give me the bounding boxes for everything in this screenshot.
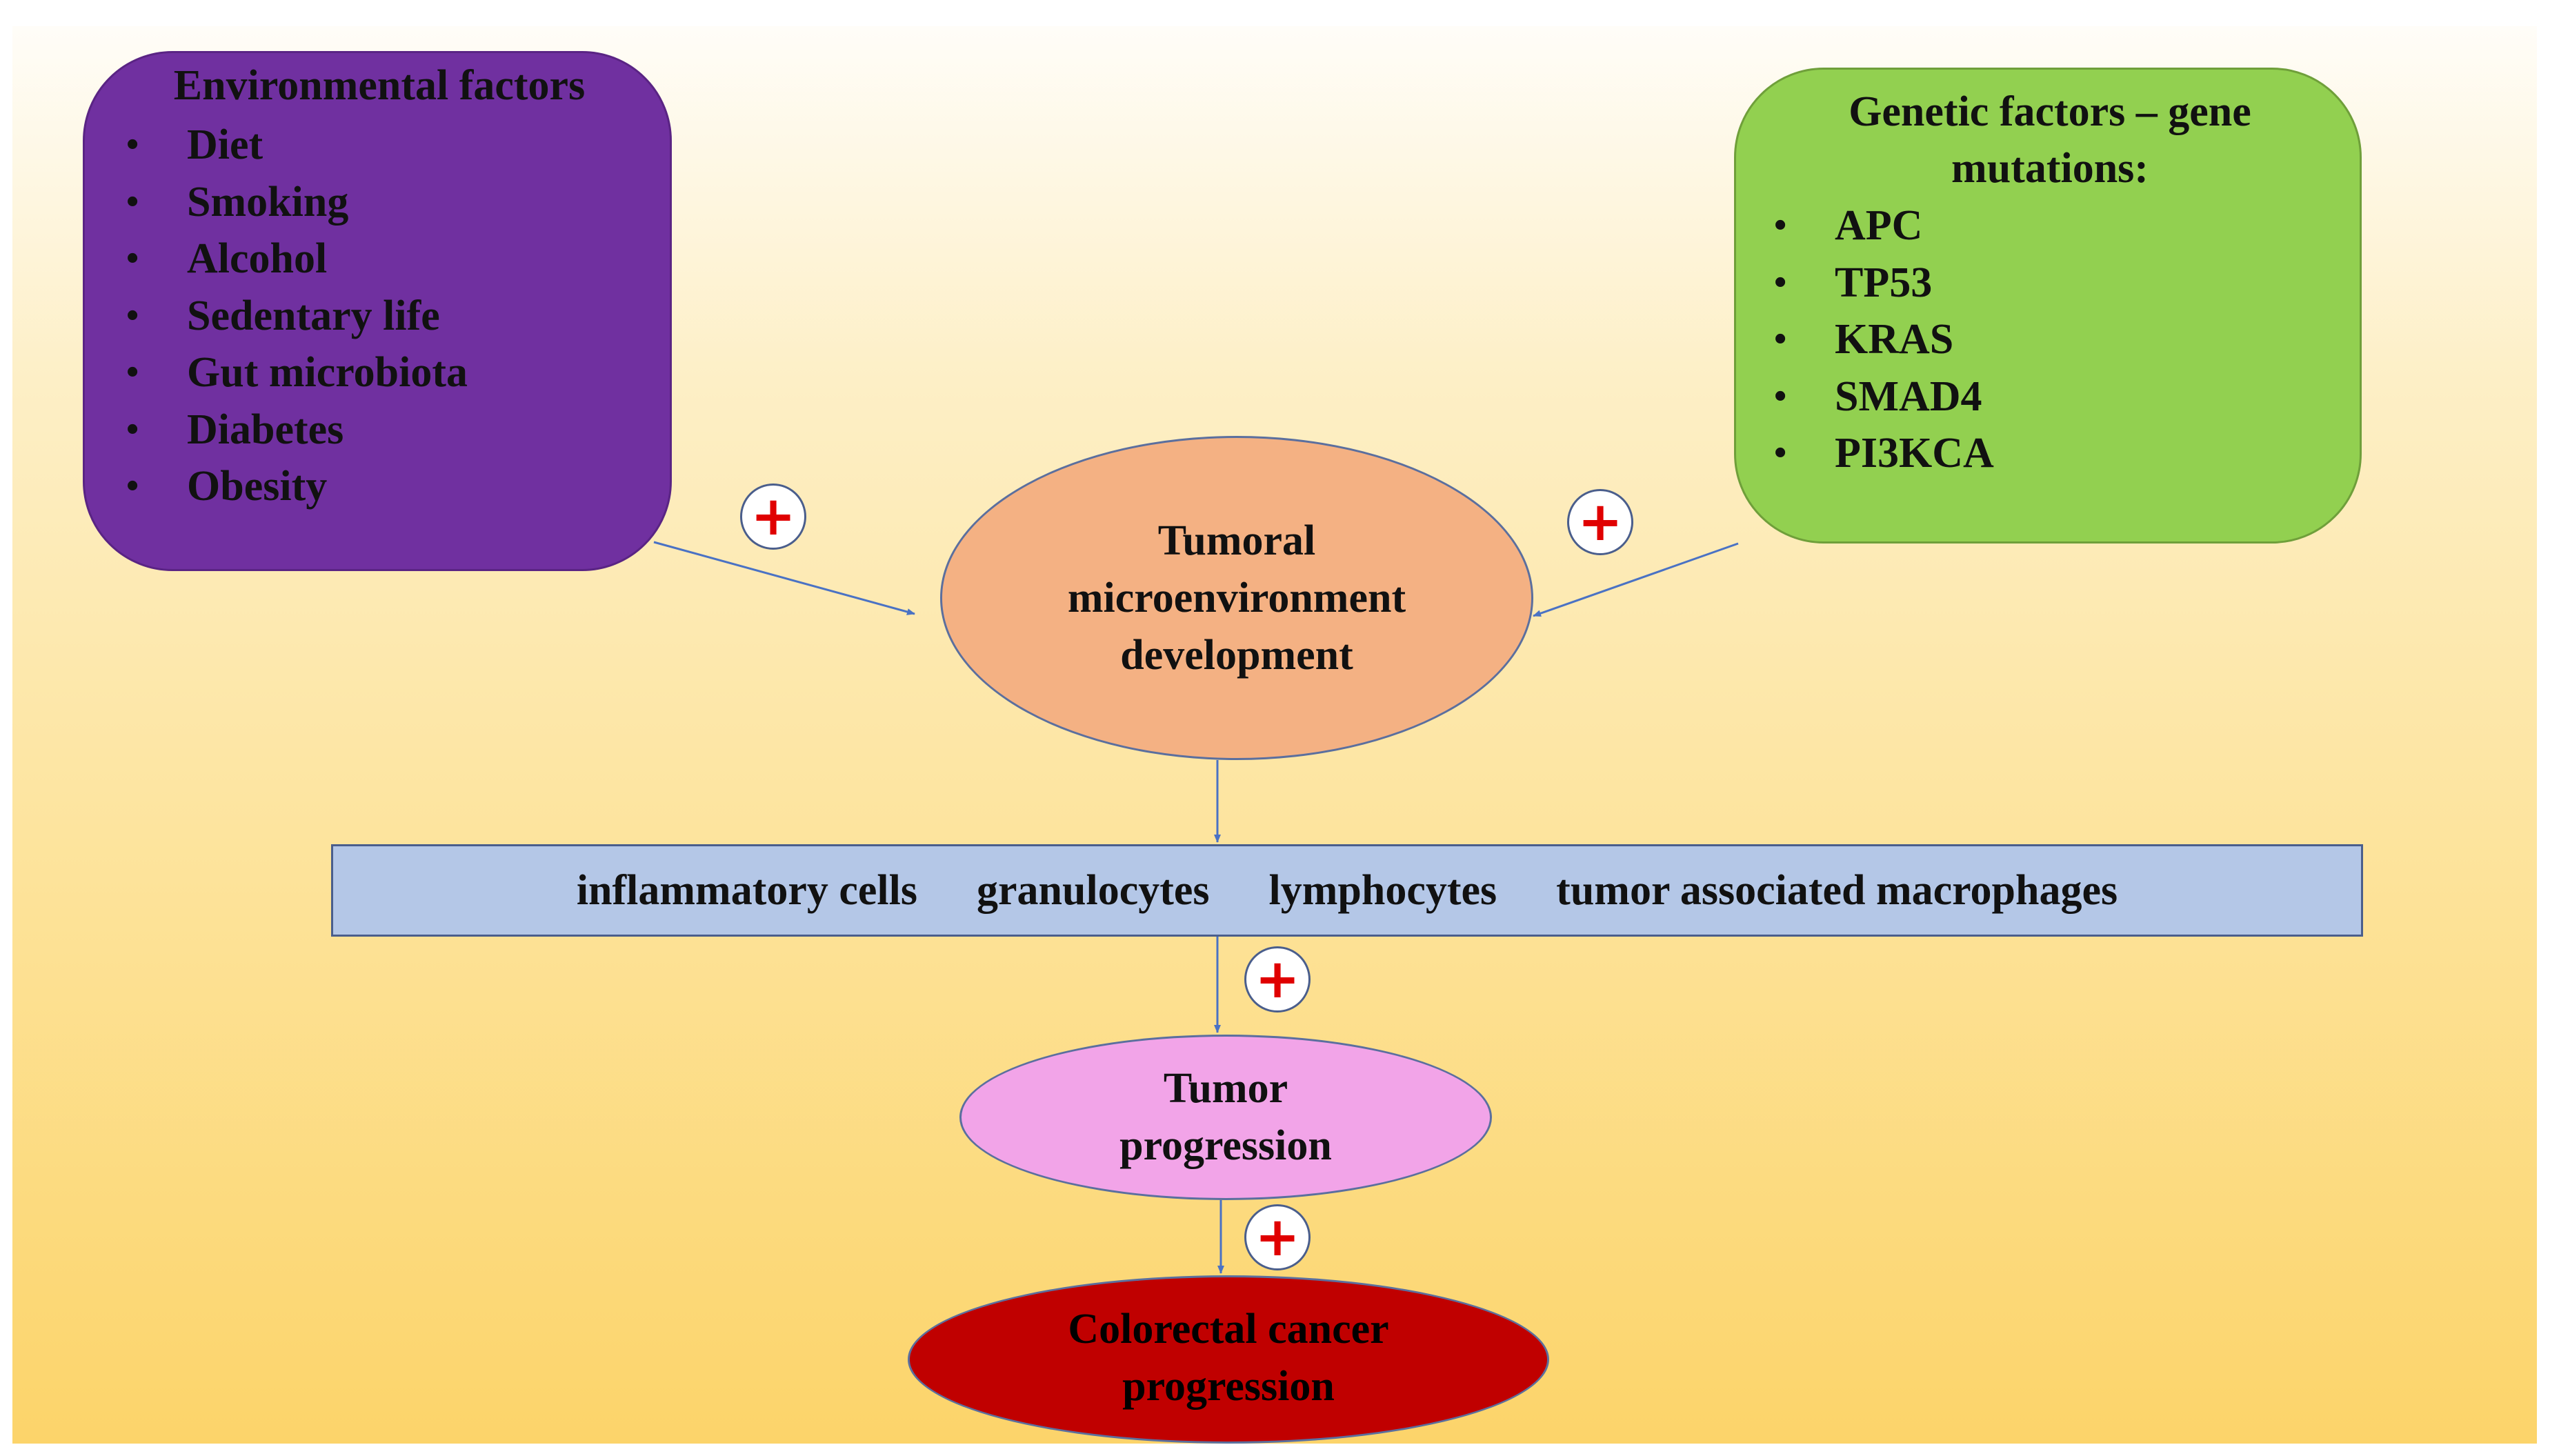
tumor-progression-label: Tumor progression [1119, 1065, 1332, 1169]
list-item: •TP53 [1774, 255, 1994, 312]
genetic-factors-box: Genetic factors – gene mutations: •APC •… [1734, 68, 2362, 543]
bullet-icon: • [1774, 262, 1787, 302]
colorectal-cancer-label: Colorectal cancer progression [1068, 1306, 1389, 1410]
plus-icon: + [1567, 489, 1633, 555]
microenvironment-label: Tumoral microenvironment development [1067, 517, 1406, 679]
environmental-factors-list: •Diet •Smoking •Alcohol •Sedentary life … [126, 117, 468, 515]
bullet-icon: • [1774, 376, 1787, 416]
diagram-canvas: Environmental factors •Diet •Smoking •Al… [12, 26, 2537, 1444]
colorectal-cancer-node: Colorectal cancer progression [908, 1275, 1549, 1444]
plus-icon: + [1244, 1204, 1311, 1270]
cell-type-label: granulocytes [976, 866, 1210, 914]
cell-type-label: tumor associated macrophages [1556, 866, 2118, 914]
list-item: •Sedentary life [126, 288, 468, 345]
bullet-icon: • [126, 125, 139, 164]
list-item: •SMAD4 [1774, 368, 1994, 426]
arrow-genetic-to-microenvironment [1533, 542, 1739, 617]
environmental-factors-box: Environmental factors •Diet •Smoking •Al… [83, 51, 672, 571]
bullet-icon: • [126, 352, 139, 392]
bullet-icon: • [126, 409, 139, 449]
list-item: •Alcohol [126, 230, 468, 288]
cell-type-label: inflammatory cells [576, 866, 917, 914]
microenvironment-node: Tumoral microenvironment development [940, 436, 1533, 760]
cell-type-label: lymphocytes [1268, 866, 1497, 914]
tumor-progression-node: Tumor progression [959, 1035, 1492, 1200]
bullet-icon: • [126, 295, 139, 335]
list-item: •APC [1774, 197, 1994, 255]
bullet-icon: • [1774, 319, 1787, 359]
plus-icon: + [1244, 946, 1311, 1013]
bullet-icon: • [1774, 433, 1787, 472]
list-item: •Smoking [126, 174, 468, 231]
genetic-factors-list: •APC •TP53 •KRAS •SMAD4 •PI3KCA [1774, 197, 1994, 482]
bullet-icon: • [1774, 206, 1787, 245]
bullet-icon: • [126, 239, 139, 278]
cell-types-bar: inflammatory cells granulocytes lymphocy… [331, 844, 2363, 937]
plus-icon: + [740, 483, 806, 550]
list-item: •Gut microbiota [126, 344, 468, 401]
list-item: •Obesity [126, 458, 468, 515]
list-item: •Diet [126, 117, 468, 174]
environmental-factors-title: Environmental factors [173, 62, 586, 109]
genetic-factors-title: Genetic factors – gene mutations: [1849, 88, 2251, 192]
list-item: •Diabetes [126, 401, 468, 459]
arrow-environmental-to-microenvironment [653, 541, 915, 615]
list-item: •PI3KCA [1774, 425, 1994, 482]
bullet-icon: • [126, 466, 139, 506]
bullet-icon: • [126, 181, 139, 221]
list-item: •KRAS [1774, 311, 1994, 368]
connector-arrows [653, 541, 1739, 1274]
